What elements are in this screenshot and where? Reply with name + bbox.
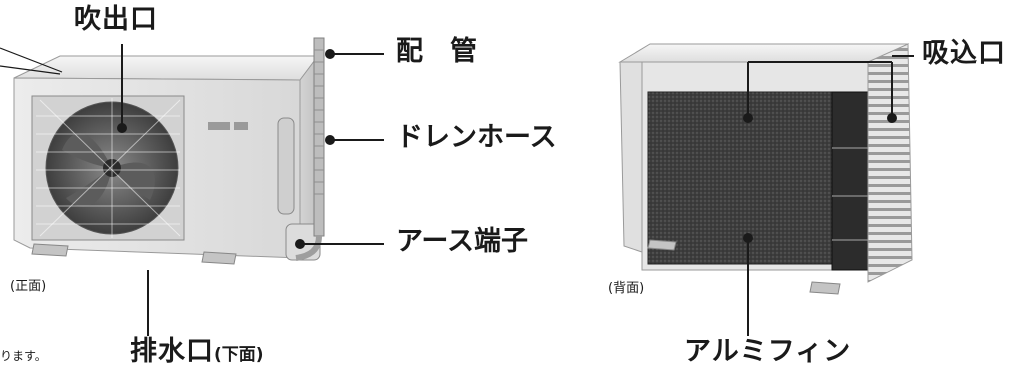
pipe [313,37,325,237]
front-unit [13,37,325,265]
front-foot-left [31,243,69,257]
back-callouts [747,61,893,336]
grille-wires [36,98,181,238]
side-cover [277,117,295,215]
label-intake: 吸込口 [922,38,1006,69]
back-foot-left [647,239,677,251]
drain-hose [295,235,322,261]
aluminum-fin-area [647,91,833,265]
label-drain-outlet-sub: (下面) [214,345,264,365]
label-drain-outlet: 排水口(下面) [130,338,264,365]
back-unit [618,43,913,295]
front-callouts [121,44,384,336]
label-drain-hose: ドレンホース [396,122,557,153]
pipe-ribs [314,49,324,195]
label-piping: 配 管 [396,36,477,67]
label-back: (背面) [608,281,645,296]
front-unit-top [13,55,319,81]
label-outlet: 吹出口 [74,4,158,35]
label-aluminum-fin: アルミフィン [684,336,852,367]
label-drain-outlet-main: 排水口 [130,336,214,367]
back-panel [831,91,869,271]
label-front: (正面) [10,279,47,294]
back-unit-left-side [619,61,643,253]
back-unit-top [618,43,910,63]
front-foot-right [201,251,237,265]
callout-edge [0,47,63,73]
label-note-fragment: ります。 [0,349,47,363]
back-panel-dividers [832,147,868,241]
back-unit-right-vents [867,43,913,283]
label-earth-terminal: アース端子 [396,226,529,257]
back-foot-right [809,281,841,295]
brand-logo [208,122,248,130]
